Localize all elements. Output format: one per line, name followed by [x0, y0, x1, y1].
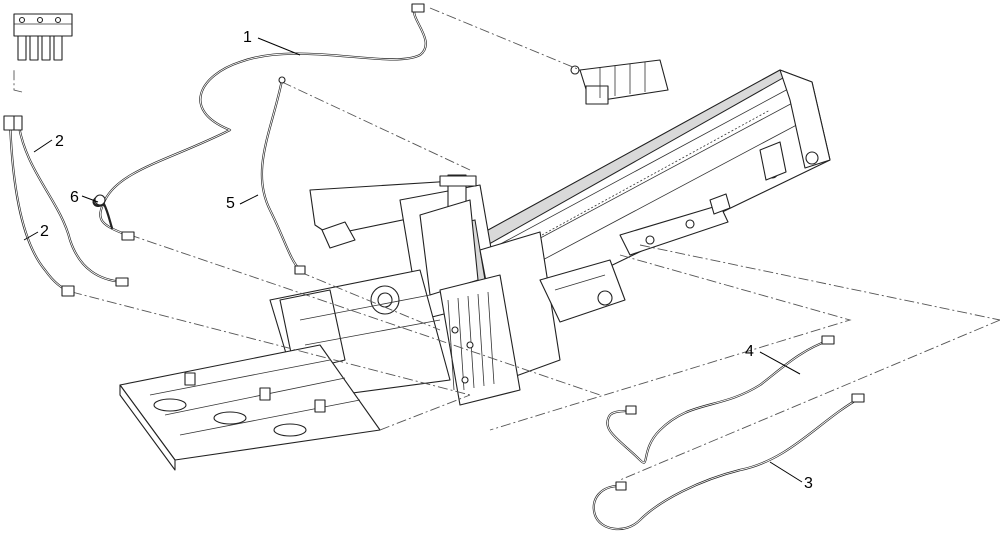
hose-6: [92, 194, 114, 230]
hose-2-upper: [11, 115, 129, 287]
valve-stack: [439, 274, 521, 406]
blade-bracket-right: [619, 193, 731, 256]
rear-mount: [539, 259, 626, 323]
leader-lines: [23, 37, 803, 483]
callout-6: 6: [70, 189, 79, 206]
callout-5: 5: [226, 195, 235, 212]
routing-centerlines: [13, 7, 1000, 481]
callout-1: 1: [243, 29, 252, 46]
control-valve-right: [570, 59, 669, 105]
hose-1: [99, 3, 427, 241]
callout-3: 3: [804, 475, 813, 492]
callout-4: 4: [745, 343, 754, 360]
hose-3: [592, 393, 865, 531]
callout-2-upper: 2: [55, 133, 64, 150]
hose-4: [606, 335, 835, 464]
hose-2-lower: [3, 115, 75, 297]
lower-platform: [119, 344, 381, 471]
hose-5: [260, 76, 306, 275]
mainframe-tower: [309, 174, 561, 381]
callout-2-lower: 2: [40, 223, 49, 240]
control-valve-left: [13, 13, 73, 61]
